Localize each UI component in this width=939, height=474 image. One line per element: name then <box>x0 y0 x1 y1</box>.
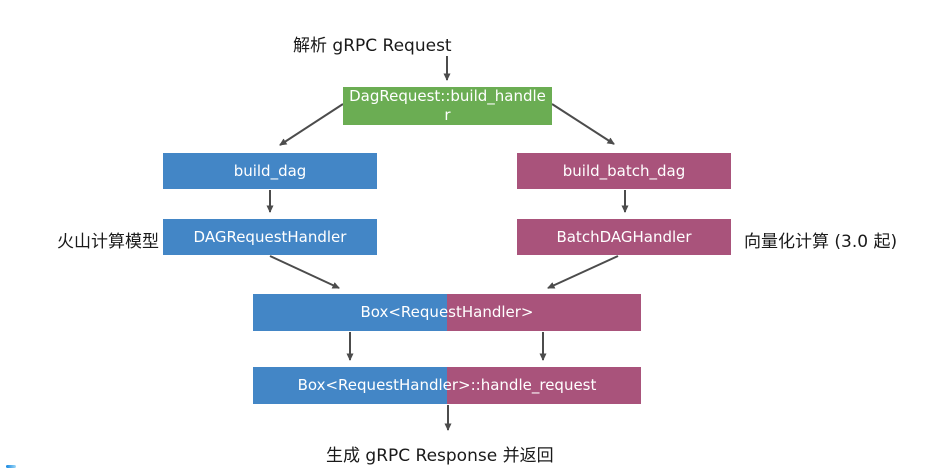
right-annotation: 向量化计算 (3.0 起) <box>744 232 898 252</box>
arrow-dag-handler-to-box <box>269 255 340 289</box>
arrow-build-handler-to-build-dag <box>279 103 344 146</box>
corner-artifact <box>6 465 16 468</box>
node-box-request-handler: Box<RequestHandler> <box>253 294 641 331</box>
arrow-batch-handler-to-box <box>547 255 619 289</box>
top-caption: 解析 gRPC Request <box>293 36 452 56</box>
node-box-handle-request: Box<RequestHandler>::handle_request <box>253 367 641 404</box>
arrow-build-handler-to-build-batch-dag <box>551 103 615 145</box>
node-build-handler: DagRequest::build_handler <box>343 87 552 125</box>
bottom-caption: 生成 gRPC Response 并返回 <box>326 446 554 466</box>
node-batch-dag-handler: BatchDAGHandler <box>517 219 731 255</box>
left-annotation: 火山计算模型 <box>57 232 159 252</box>
node-build-dag: build_dag <box>163 153 377 189</box>
node-dag-request-handler: DAGRequestHandler <box>163 219 377 255</box>
node-build-batch-dag: build_batch_dag <box>517 153 731 189</box>
